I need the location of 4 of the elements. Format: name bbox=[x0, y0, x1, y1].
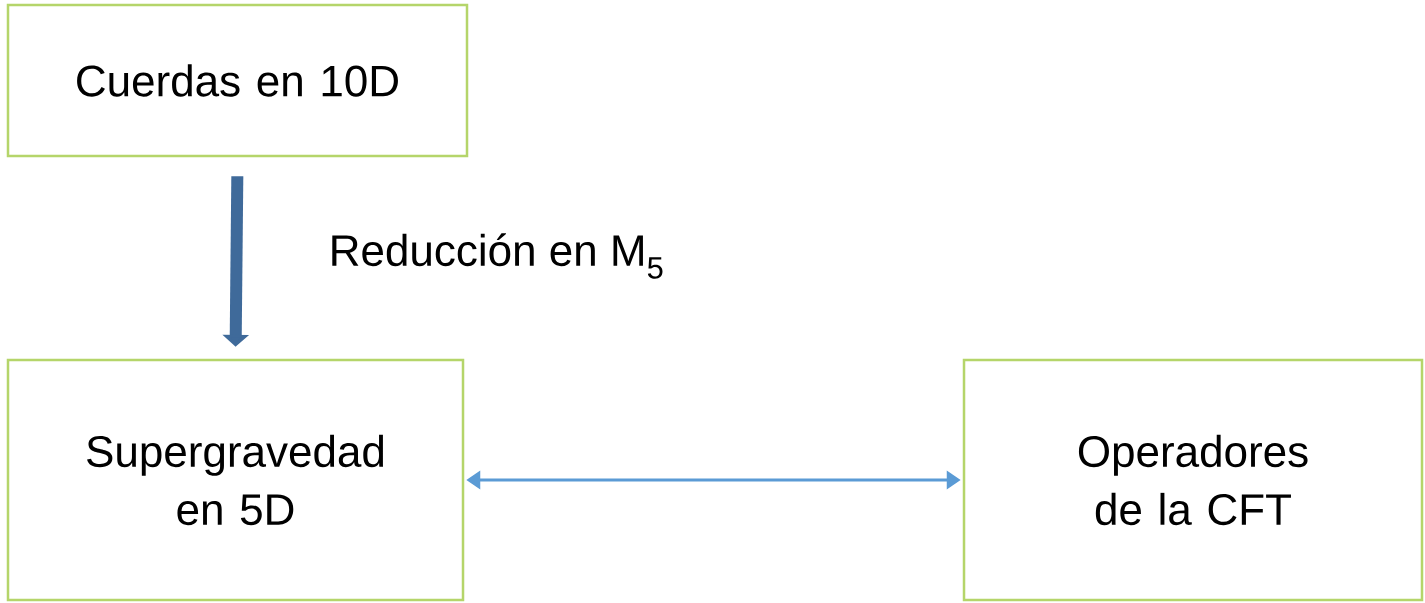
text-box: Cuerdas en 10D bbox=[6, 3, 469, 158]
text-box: Supergravedad en 5D bbox=[6, 358, 465, 602]
edge-label: Reducción en M$_{5}$ bbox=[326, 231, 667, 281]
text-box: Operadores de la CFT bbox=[962, 358, 1424, 602]
